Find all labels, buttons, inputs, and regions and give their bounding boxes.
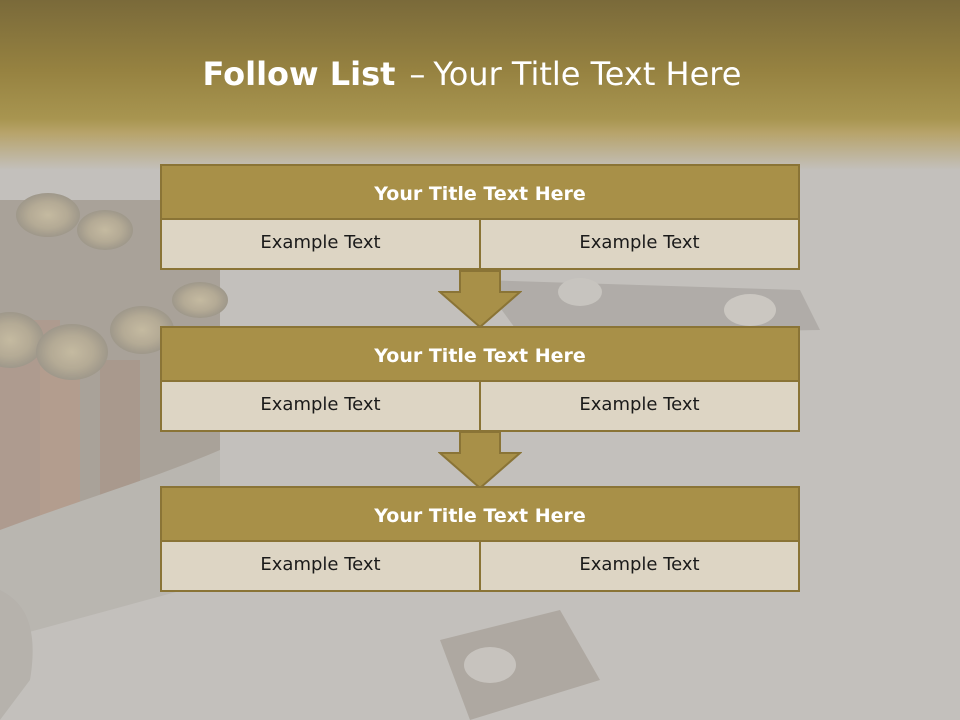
slide-title: Follow List–Your Title Text Here bbox=[0, 55, 944, 93]
block-row: Example Text Example Text bbox=[160, 542, 800, 592]
title-rest: Your Title Text Here bbox=[433, 55, 742, 93]
block-title: Your Title Text Here bbox=[160, 164, 800, 220]
down-arrow-icon bbox=[438, 270, 522, 328]
title-dash: – bbox=[409, 55, 426, 93]
block-cell-right: Example Text bbox=[481, 542, 800, 592]
list-block-1: Your Title Text Here Example Text Exampl… bbox=[160, 164, 800, 270]
block-row: Example Text Example Text bbox=[160, 220, 800, 270]
list-block-3: Your Title Text Here Example Text Exampl… bbox=[160, 486, 800, 592]
title-strong: Follow List bbox=[202, 55, 396, 93]
down-arrow-icon bbox=[438, 431, 522, 489]
block-cell-left: Example Text bbox=[160, 220, 481, 270]
block-cell-left: Example Text bbox=[160, 542, 481, 592]
block-title: Your Title Text Here bbox=[160, 486, 800, 542]
block-cell-left: Example Text bbox=[160, 382, 481, 432]
block-row: Example Text Example Text bbox=[160, 382, 800, 432]
block-title: Your Title Text Here bbox=[160, 326, 800, 382]
list-block-2: Your Title Text Here Example Text Exampl… bbox=[160, 326, 800, 432]
block-cell-right: Example Text bbox=[481, 220, 800, 270]
block-cell-right: Example Text bbox=[481, 382, 800, 432]
header-band bbox=[0, 0, 960, 170]
